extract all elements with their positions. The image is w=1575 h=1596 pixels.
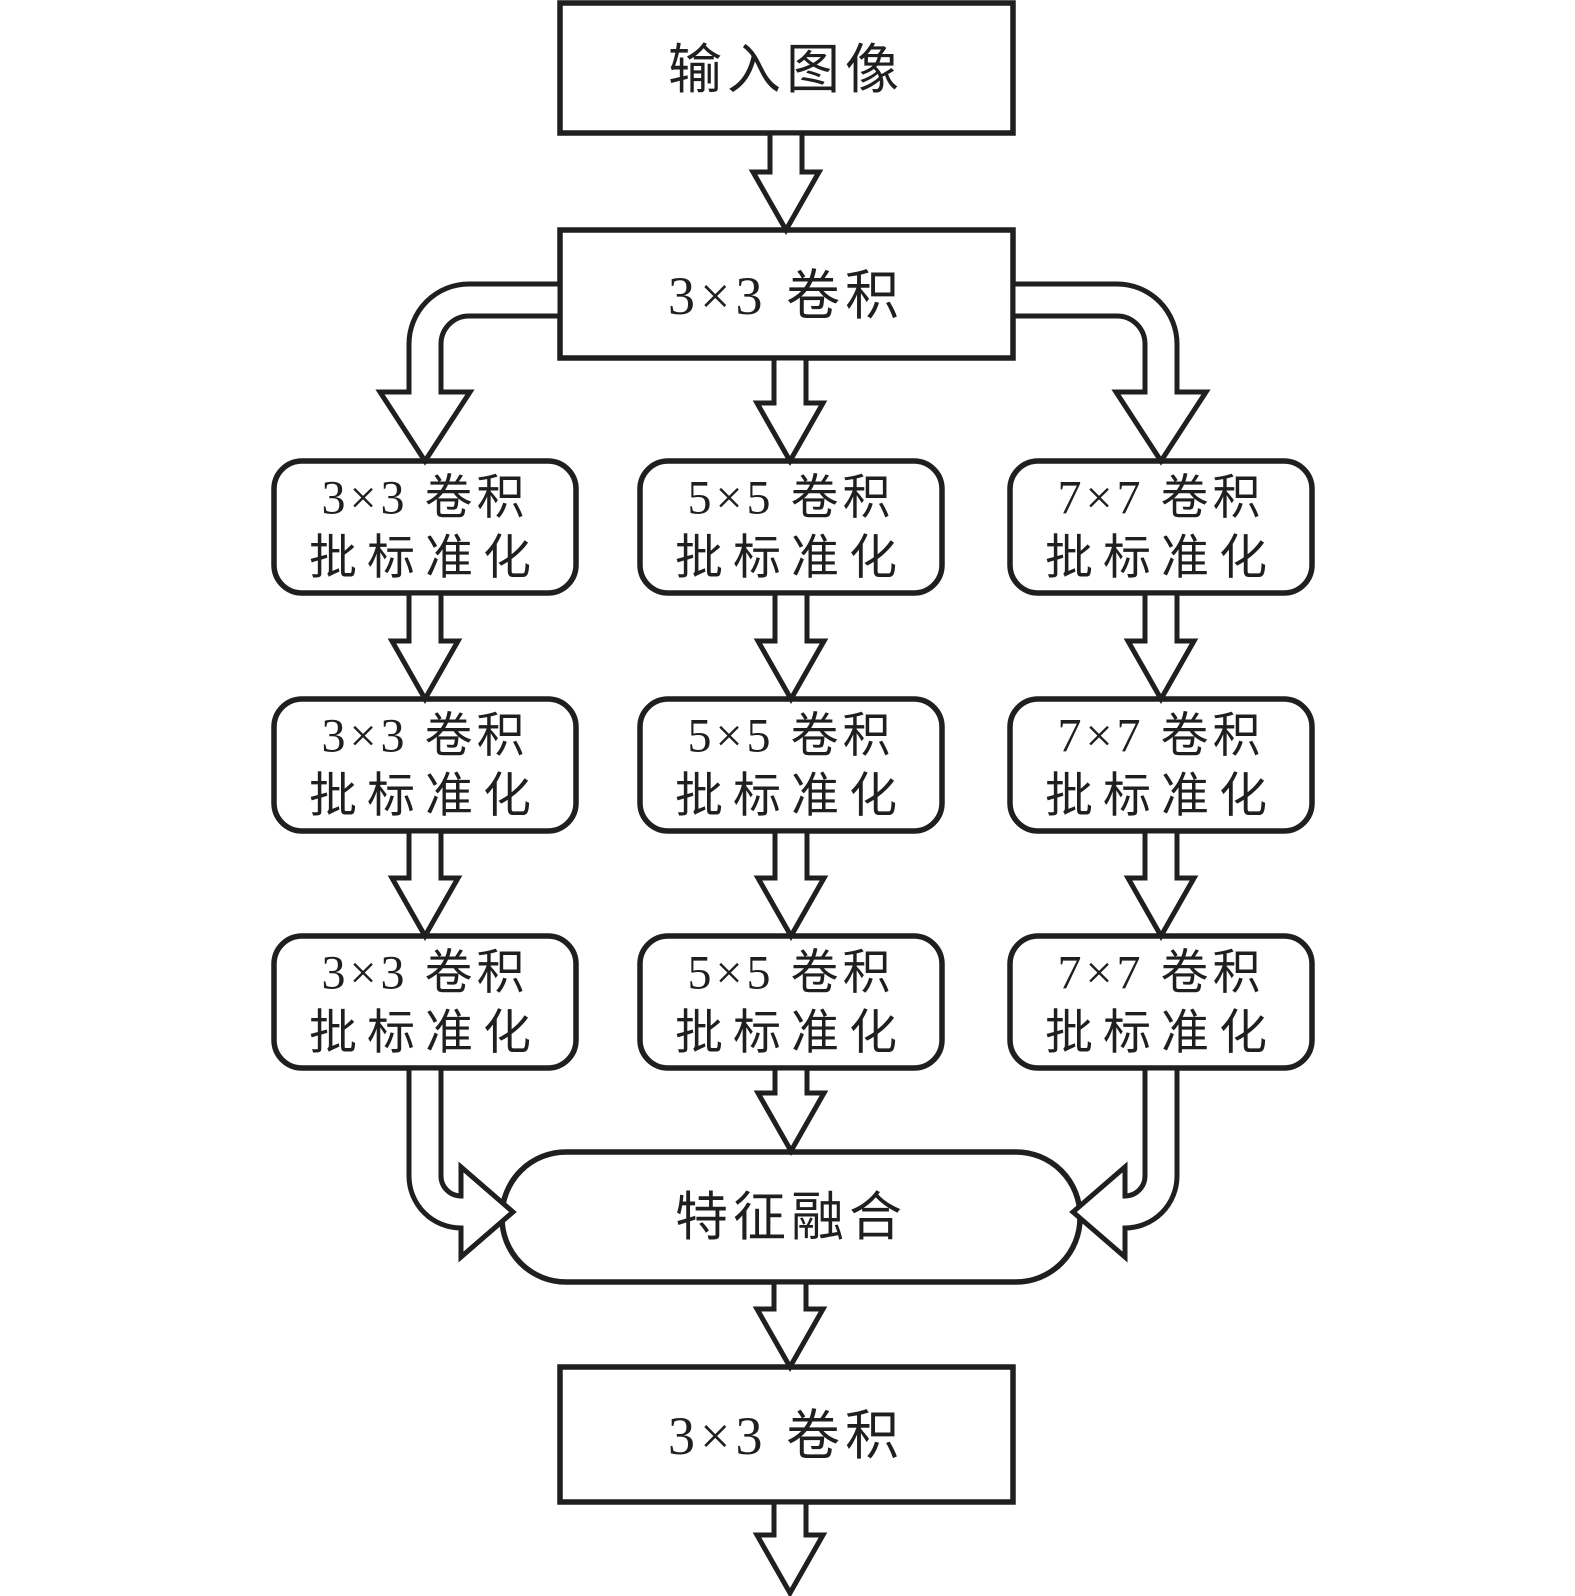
branch2-row2-line2: 批标准化: [675, 770, 907, 823]
branch1-row1-line2: 批标准化: [309, 532, 541, 585]
node-branch3-row3: 7×7 卷积 批标准化: [1007, 933, 1315, 1071]
input-image-box: [557, 0, 1016, 136]
node-branch3-row1: 7×7 卷积 批标准化: [1007, 458, 1315, 596]
node-branch1-row3: 3×3 卷积 批标准化: [271, 933, 579, 1071]
output-conv-label: 3×3 卷积: [668, 1406, 904, 1466]
node-branch2-row2: 5×5 卷积 批标准化: [637, 696, 945, 834]
branch2-row3-line2: 批标准化: [675, 1007, 907, 1060]
node-stem-conv: 3×3 卷积: [557, 227, 1016, 361]
branch1-row1-line1: 3×3 卷积: [321, 472, 528, 525]
arrow-stem-to-branch2: [752, 355, 828, 467]
arrow-stem-to-branch3: [1010, 281, 1211, 466]
node-branch1-row2: 3×3 卷积 批标准化: [271, 696, 579, 834]
arrow-branch1-r1-r2: [387, 590, 463, 705]
arrow-output-final: [752, 1499, 828, 1596]
branch1-row2-line2: 批标准化: [309, 770, 541, 823]
branch2-row1-line2: 批标准化: [675, 532, 907, 585]
branch1-row3-line1: 3×3 卷积: [321, 947, 528, 1000]
arrow-stem-to-branch1: [375, 281, 563, 466]
arrow-branch1-r2-r3: [387, 828, 463, 942]
branch1-row3-line2: 批标准化: [309, 1007, 541, 1060]
branch3-row2-line1: 7×7 卷积: [1057, 710, 1264, 763]
arrow-branch3-r1-r2: [1123, 590, 1199, 705]
arrow-branch3-to-fusion: [1069, 1065, 1180, 1263]
stem-conv-box: [557, 227, 1016, 361]
node-branch3-row2: 7×7 卷积 批标准化: [1007, 696, 1315, 834]
stem-conv-label: 3×3 卷积: [668, 266, 904, 326]
arrow-branch1-to-fusion: [406, 1065, 517, 1263]
branch2-row2-line1: 5×5 卷积: [687, 710, 894, 763]
node-output-conv: 3×3 卷积: [557, 1364, 1016, 1505]
branch2-row3-line1: 5×5 卷积: [687, 947, 894, 1000]
branch3-row3-line2: 批标准化: [1045, 1007, 1277, 1060]
branch2-row1-line1: 5×5 卷积: [687, 472, 894, 525]
node-feature-fusion: 特征融合: [499, 1149, 1083, 1285]
node-branch2-row3: 5×5 卷积 批标准化: [637, 933, 945, 1071]
output-conv-box: [557, 1364, 1016, 1505]
node-input-image: 输入图像: [557, 0, 1016, 136]
node-branch1-row1: 3×3 卷积 批标准化: [271, 458, 579, 596]
branch3-row1-line1: 7×7 卷积: [1057, 472, 1264, 525]
branch3-row2-line2: 批标准化: [1045, 770, 1277, 823]
node-branch2-row1: 5×5 卷积 批标准化: [637, 458, 945, 596]
arrow-input-to-stem: [748, 130, 824, 236]
feature-fusion-label: 特征融合: [675, 1189, 907, 1247]
arrow-fusion-to-output: [752, 1279, 828, 1373]
arrow-branch2-r2-r3: [753, 828, 829, 942]
input-image-label: 输入图像: [668, 40, 904, 100]
branch1-row2-line1: 3×3 卷积: [321, 710, 528, 763]
arrow-branch2-to-fusion: [753, 1065, 829, 1157]
arrow-branch2-r1-r2: [753, 590, 829, 705]
arrow-branch3-r2-r3: [1123, 828, 1199, 942]
branch3-row1-line2: 批标准化: [1045, 532, 1277, 585]
branch3-row3-line1: 7×7 卷积: [1057, 947, 1264, 1000]
